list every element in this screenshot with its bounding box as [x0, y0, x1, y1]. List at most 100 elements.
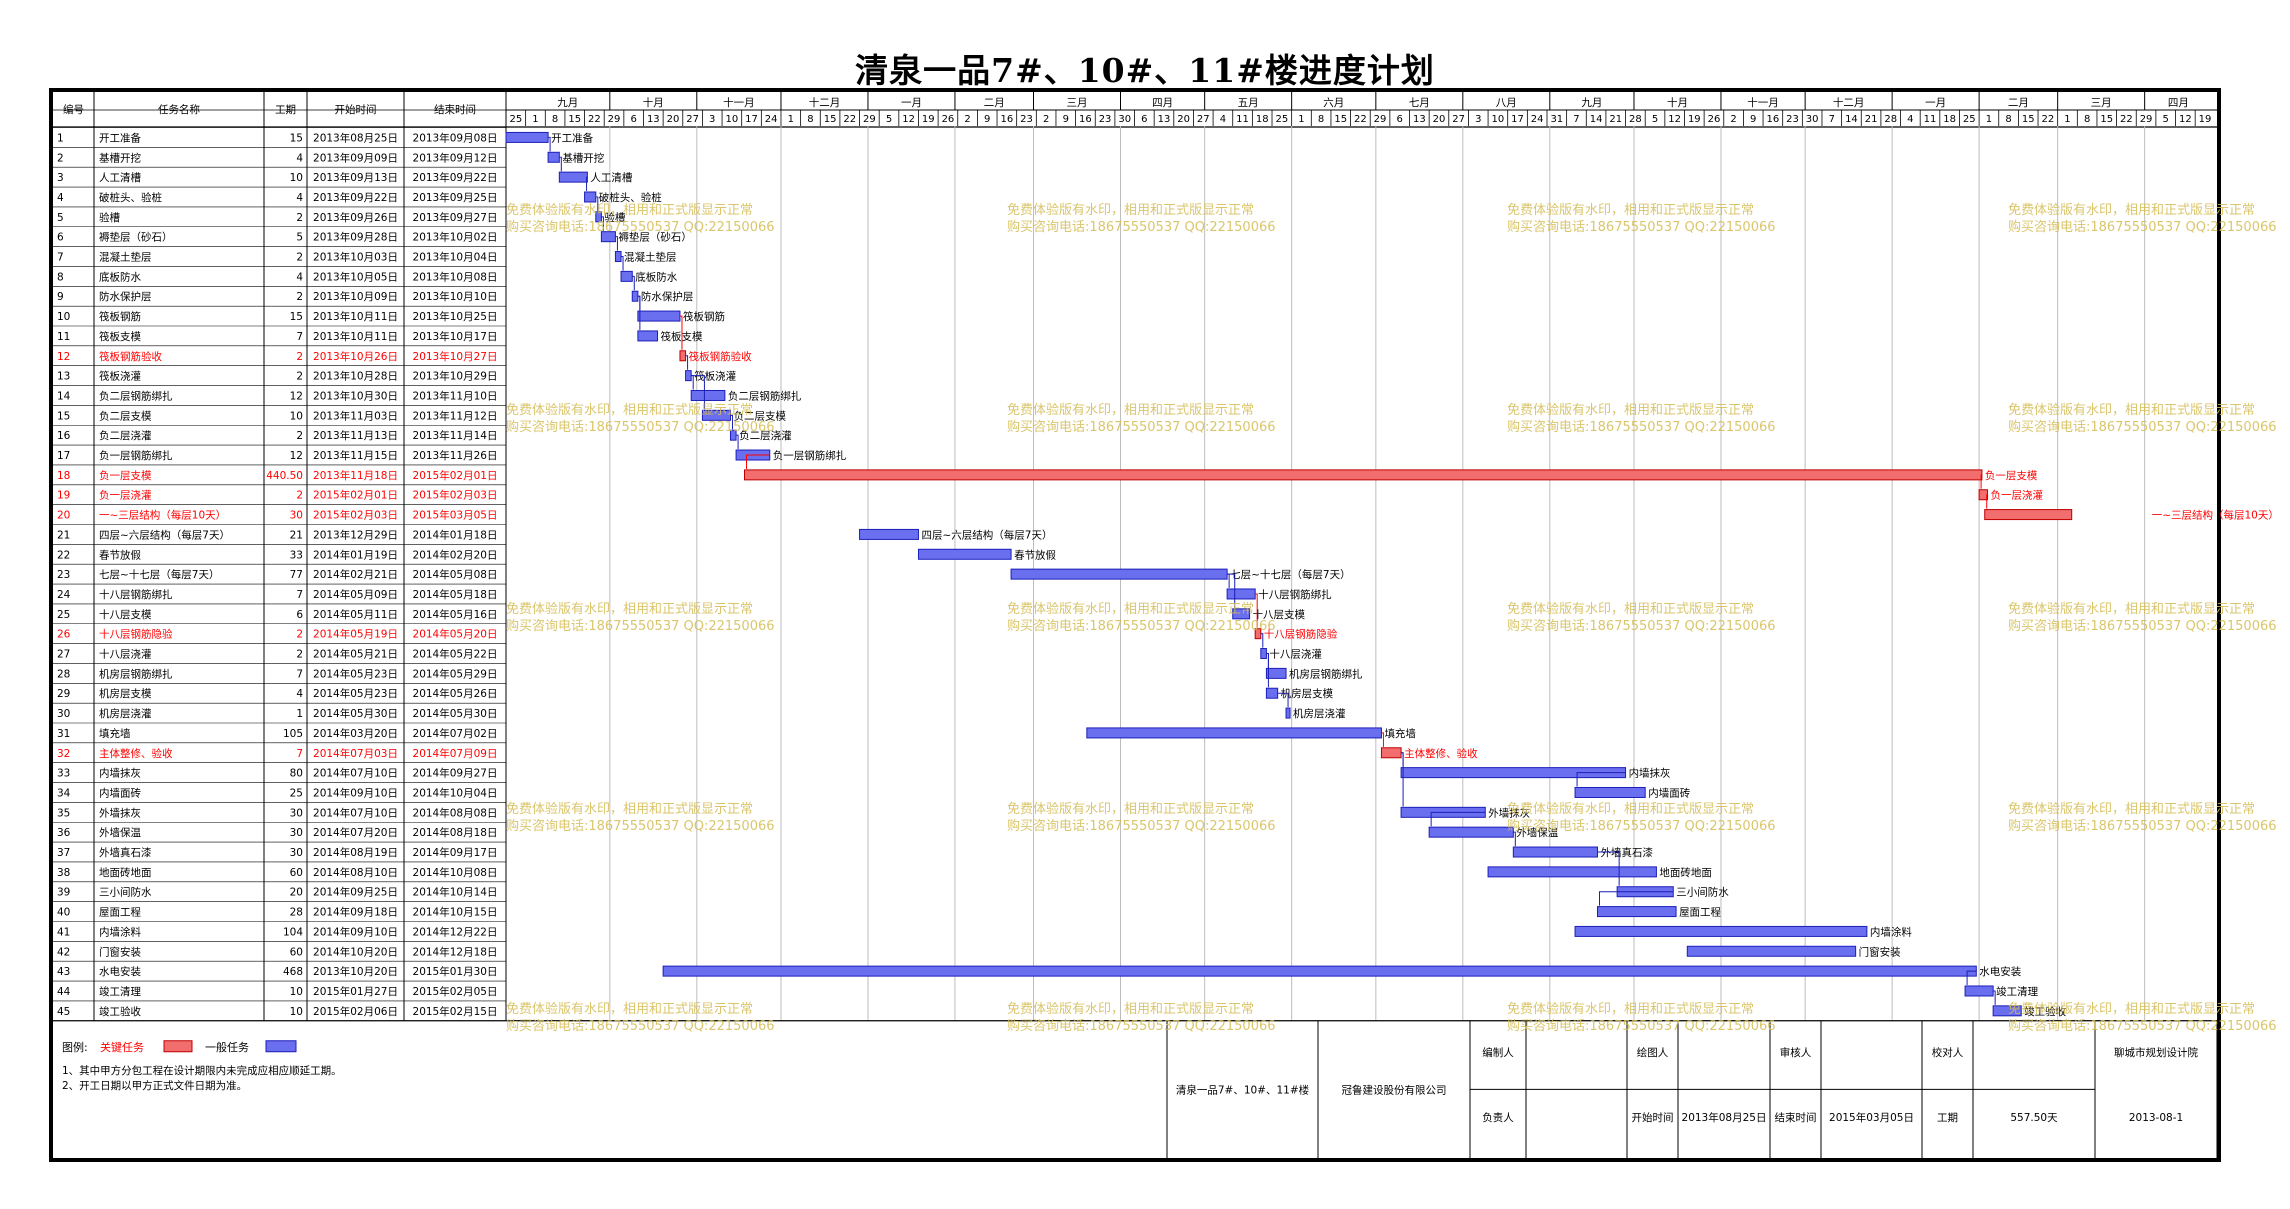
task-end: 2013年09月12日	[413, 151, 498, 164]
month-label: 一月	[1925, 97, 1946, 109]
bar-label: 春节放假	[1014, 548, 1056, 561]
task-end: 2014年05月22日	[413, 648, 498, 661]
dependency-line	[601, 216, 604, 231]
task-duration: 104	[283, 926, 303, 938]
task-name: 一~三层结构（每层10天）	[99, 509, 226, 522]
task-name: 负二层支模	[99, 409, 152, 422]
task-end: 2015年01月30日	[413, 965, 498, 978]
task-duration: 6	[296, 609, 303, 621]
task-id: 30	[57, 708, 70, 720]
task-start: 2014年07月10日	[313, 806, 398, 819]
task-end: 2014年12月18日	[413, 945, 498, 958]
task-duration: 4	[296, 152, 303, 164]
task-id: 35	[57, 807, 70, 819]
day-tick-label: 31	[1550, 114, 1563, 125]
dependency-line	[621, 256, 624, 271]
task-id: 15	[57, 410, 70, 422]
dependency-line	[1966, 970, 1977, 986]
day-tick-label: 11	[1236, 114, 1249, 125]
task-start: 2014年03月20日	[313, 727, 398, 740]
dependency-line	[632, 275, 635, 291]
task-id: 5	[57, 212, 64, 224]
task-end: 2014年01月18日	[413, 528, 498, 541]
bar-label: 筏板钢筋验收	[689, 350, 752, 363]
gantt-bar	[600, 231, 616, 243]
gantt-bar	[1512, 846, 1599, 858]
day-tick-label: 5	[1652, 114, 1658, 125]
day-tick-label: 1	[1986, 114, 1992, 125]
task-start: 2013年09月28日	[313, 231, 398, 244]
day-tick-label: 10	[1492, 114, 1505, 125]
task-start: 2013年10月03日	[313, 251, 398, 264]
info-drawer: 绘图人	[1637, 1046, 1669, 1059]
task-end: 2013年09月08日	[413, 131, 498, 144]
task-id: 26	[57, 629, 71, 641]
task-start: 2014年10月20日	[313, 945, 398, 958]
day-tick-label: 21	[1609, 114, 1622, 125]
day-tick-label: 20	[1433, 114, 1446, 125]
task-duration: 12	[290, 390, 303, 402]
task-end: 2013年10月17日	[413, 330, 498, 343]
dependency-line	[1993, 990, 1996, 1005]
gantt-bar	[917, 548, 1012, 560]
day-tick-label: 21	[1865, 114, 1878, 125]
task-duration: 80	[290, 768, 303, 780]
bar-label: 内墙涂料	[1870, 925, 1912, 938]
month-label: 十一月	[723, 96, 755, 109]
day-tick-label: 9	[984, 114, 990, 125]
task-end: 2014年05月26日	[413, 687, 498, 700]
task-id: 24	[57, 589, 71, 601]
task-end: 2013年09月25日	[413, 191, 498, 204]
info-end-label: 结束时间	[1775, 1111, 1817, 1124]
task-name: 机房层浇灌	[99, 707, 152, 720]
dependency-line	[1986, 494, 1988, 509]
gantt-bar	[662, 965, 1977, 977]
dependency-line	[1227, 573, 1236, 608]
task-duration: 7	[296, 668, 303, 680]
task-start: 2013年11月03日	[313, 409, 398, 422]
day-tick-label: 4	[1220, 114, 1226, 125]
day-tick-label: 7	[1573, 114, 1579, 125]
task-name: 防水保护层	[99, 290, 152, 303]
task-name: 十八层支模	[99, 608, 152, 621]
task-duration: 2	[296, 490, 303, 502]
task-duration: 30	[290, 807, 303, 819]
task-name: 开工准备	[99, 131, 141, 144]
dependency-line	[595, 196, 599, 211]
task-start: 2014年08月19日	[313, 846, 398, 859]
task-id: 21	[57, 529, 70, 541]
day-tick-label: 24	[1531, 114, 1544, 125]
gantt-bar	[547, 151, 560, 163]
bar-label: 七层~十七层（每层7天）	[1230, 568, 1350, 581]
task-name: 负二层浇灌	[99, 429, 152, 442]
bar-label: 填充墙	[1384, 727, 1416, 740]
task-duration: 2	[296, 351, 303, 363]
task-end: 2014年10月04日	[413, 786, 498, 799]
bar-label: 破桩头、验桩	[599, 191, 662, 204]
task-id: 22	[57, 549, 70, 561]
gantt-bar	[1285, 707, 1291, 719]
task-name: 机房层钢筋绑扎	[99, 667, 173, 680]
bar-label: 机房层钢筋绑扎	[1289, 667, 1363, 680]
task-id: 14	[57, 390, 71, 402]
day-tick-label: 23	[1786, 114, 1799, 125]
task-id: 19	[57, 490, 70, 502]
day-tick-label: 29	[1374, 114, 1387, 125]
day-tick-label: 18	[1943, 114, 1956, 125]
task-end: 2013年10月29日	[413, 370, 498, 383]
gantt-bar	[505, 131, 549, 143]
task-start: 2014年07月10日	[313, 767, 398, 780]
column-header: 结束时间	[434, 103, 476, 116]
task-id: 18	[57, 470, 70, 482]
day-tick-label: 1	[2064, 114, 2070, 125]
day-tick-label: 27	[1452, 114, 1465, 125]
task-id: 20	[57, 510, 70, 522]
bar-label: 四层~六层结构（每层7天）	[921, 528, 1052, 541]
task-start: 2014年05月09日	[313, 588, 398, 601]
task-id: 37	[57, 847, 70, 859]
bar-label: 十八层钢筋绑扎	[1258, 588, 1332, 601]
task-duration: 7	[296, 589, 303, 601]
day-tick-label: 30	[1118, 114, 1131, 125]
day-tick-label: 13	[1413, 114, 1426, 125]
bar-label: 竣工验收	[2024, 1005, 2066, 1018]
